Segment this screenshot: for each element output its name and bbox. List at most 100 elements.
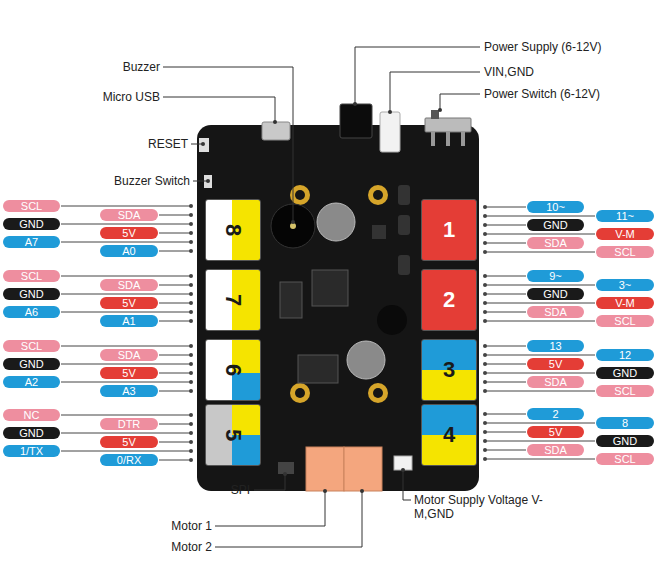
- pin-name: 5V: [549, 426, 562, 438]
- pin-leader: [486, 391, 595, 392]
- pin-name: GND: [19, 288, 43, 300]
- pin-label: V-M: [596, 297, 654, 309]
- pin-dot: [483, 421, 487, 425]
- pin-name: 10~: [546, 201, 565, 213]
- pin-label: 5V: [100, 436, 158, 448]
- pin-leader: [61, 382, 190, 383]
- pin-leader: [61, 415, 190, 416]
- port-number: 6: [220, 364, 246, 376]
- callout-label: Motor Supply Voltage V-M,GND: [414, 493, 549, 521]
- pin-dot: [483, 430, 487, 434]
- pin-label: SCL: [596, 246, 654, 258]
- pin-dot: [483, 214, 487, 218]
- pin-name: SCL: [21, 270, 42, 282]
- pin-label: DTR: [100, 418, 158, 430]
- pin-label: GND: [3, 358, 60, 370]
- pin-leader: [486, 312, 526, 313]
- pin-label: A1: [100, 315, 158, 327]
- power-switch: [425, 118, 471, 132]
- pin-name: GND: [543, 219, 567, 231]
- pin-label: GND: [3, 218, 60, 230]
- mounting-hole: [295, 388, 305, 398]
- mounting-hole: [290, 383, 310, 403]
- port-number: 1: [443, 217, 455, 243]
- chip: [280, 282, 302, 318]
- pin-name: 5V: [122, 436, 135, 448]
- pin-dot: [189, 371, 193, 375]
- pin-leader: [61, 206, 190, 207]
- pin-dot: [189, 344, 193, 348]
- pin-leader: [61, 276, 190, 277]
- pin-label: 9~: [527, 270, 584, 282]
- pin-leader: [61, 312, 190, 313]
- pin-leader: [486, 450, 526, 451]
- power-jack: [340, 104, 372, 138]
- switch-pin: [461, 132, 465, 146]
- pin-label: 13: [527, 340, 584, 352]
- pin-label: GND: [527, 219, 584, 231]
- pin-dot: [483, 389, 487, 393]
- pin-name: 12: [619, 349, 631, 361]
- pin-label: V-M: [596, 228, 654, 240]
- pin-label: SDA: [100, 279, 158, 291]
- leader-line: [215, 491, 362, 547]
- pin-label: SCL: [3, 200, 60, 212]
- pin-dot: [189, 301, 193, 305]
- pin-leader: [159, 251, 190, 252]
- port-socket: 8: [205, 199, 261, 261]
- pin-dot: [483, 241, 487, 245]
- pin-leader: [486, 441, 595, 442]
- pin-dot: [189, 240, 193, 244]
- pin-dot: [189, 449, 193, 453]
- pin-name: SCL: [614, 385, 635, 397]
- pin-label: NC: [3, 409, 60, 421]
- pin-leader: [486, 355, 595, 356]
- pin-label: SDA: [527, 306, 584, 318]
- pin-name: 2: [552, 408, 558, 420]
- pin-name: SCL: [614, 246, 635, 258]
- pin-name: A1: [122, 315, 135, 327]
- pin-label: 5V: [527, 426, 584, 438]
- pin-leader: [61, 364, 190, 365]
- port-number: 7: [220, 294, 246, 306]
- pin-label: A6: [3, 306, 60, 318]
- pin-name: SDA: [544, 444, 567, 456]
- pin-name: SCL: [614, 453, 635, 465]
- pin-leader: [486, 276, 526, 277]
- pin-dot: [483, 319, 487, 323]
- callout-label: Motor 1: [171, 519, 212, 533]
- pin-name: DTR: [118, 418, 141, 430]
- reset-button: [199, 138, 209, 152]
- pin-name: A3: [122, 385, 135, 397]
- main-chip: [312, 270, 348, 306]
- pin-label: 1/TX: [3, 445, 60, 457]
- pin-dot: [483, 283, 487, 287]
- pin-leader: [159, 355, 190, 356]
- mounting-hole: [373, 388, 383, 398]
- pin-label: SDA: [527, 444, 584, 456]
- pin-name: A7: [25, 236, 38, 248]
- pin-label: A3: [100, 385, 158, 397]
- pin-leader: [486, 285, 595, 286]
- motor-supply-connector: [394, 456, 412, 470]
- pin-leader: [486, 373, 595, 374]
- component: [398, 255, 410, 275]
- port-socket: 6: [205, 339, 261, 401]
- pin-label: GND: [3, 427, 60, 439]
- pin-leader: [486, 243, 526, 244]
- pin-label: A7: [3, 236, 60, 248]
- mounting-hole: [368, 383, 388, 403]
- capacitor: [317, 203, 355, 241]
- pin-label: GND: [596, 435, 654, 447]
- pin-label: SCL: [596, 385, 654, 397]
- port-socket: 4: [421, 404, 477, 466]
- pin-name: 1/TX: [20, 445, 43, 457]
- pin-label: GND: [3, 288, 60, 300]
- pin-dot: [189, 213, 193, 217]
- pin-name: GND: [19, 427, 43, 439]
- pin-label: SDA: [100, 209, 158, 221]
- pin-name: A0: [122, 245, 135, 257]
- pin-dot: [189, 431, 193, 435]
- leader-line: [390, 72, 480, 112]
- pin-label: SDA: [527, 376, 584, 388]
